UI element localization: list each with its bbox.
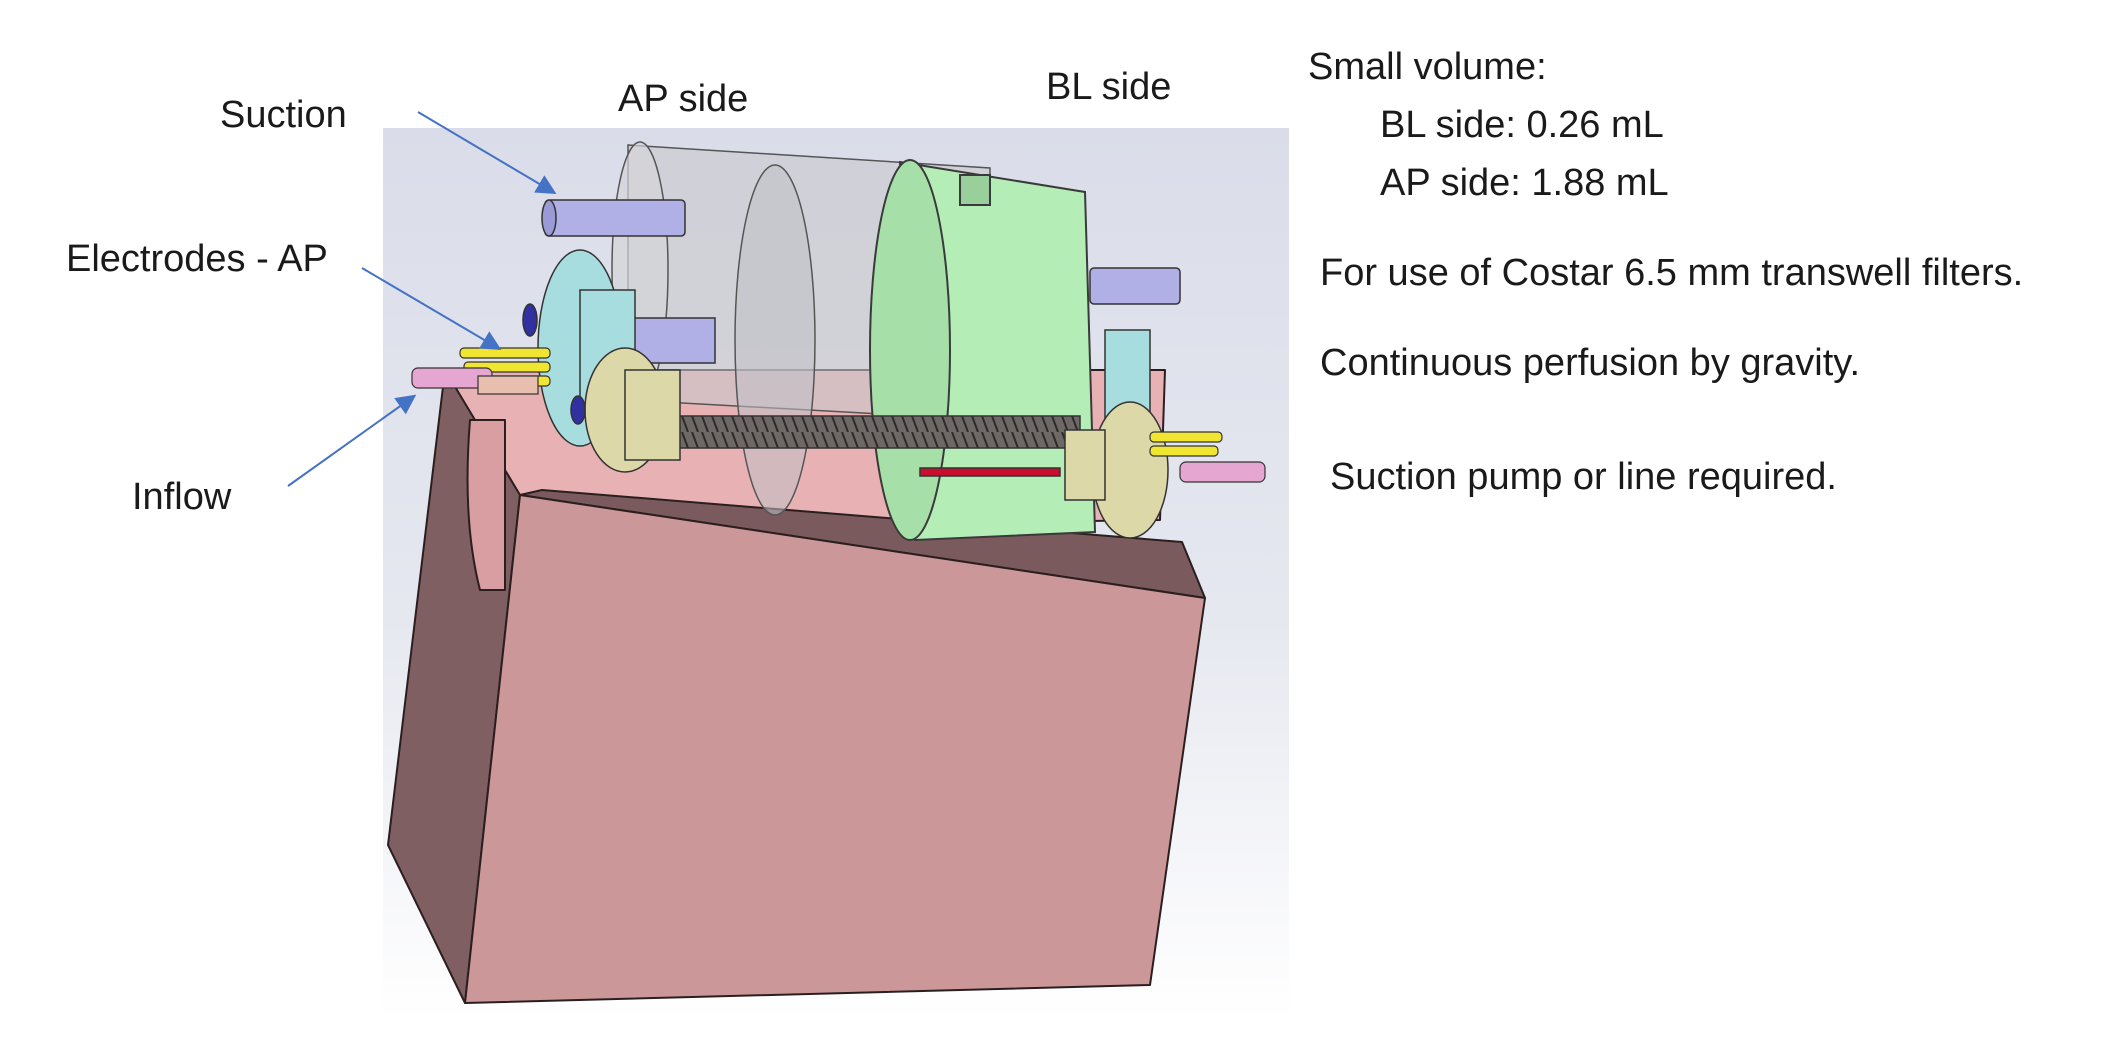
bl-inflow-tube xyxy=(1179,461,1266,483)
bl-electrode-1 xyxy=(1149,431,1223,443)
filters-note: For use of Costar 6.5 mm transwell filte… xyxy=(1320,252,2024,294)
perfusion-note: Continuous perfusion by gravity. xyxy=(1320,342,1861,384)
bl-side-label: BL side xyxy=(1046,66,1172,108)
inflow-arrow xyxy=(287,394,417,487)
electrodes-arrow xyxy=(361,267,502,351)
inflow-sleeve xyxy=(477,375,539,395)
electrodes-ap-label: Electrodes - AP xyxy=(66,238,328,280)
bl-chamber xyxy=(869,159,1097,542)
right-nut-body xyxy=(1064,429,1106,501)
threaded-rod xyxy=(674,415,1081,449)
ap-side-volume: AP side: 1.88 mL xyxy=(1380,162,1669,204)
bl-side-volume: BL side: 0.26 mL xyxy=(1380,104,1664,146)
clamp-assembly xyxy=(522,249,1169,539)
small-volume-heading: Small volume: xyxy=(1308,46,1547,88)
ap-electrode-1 xyxy=(459,347,551,359)
filter-disc xyxy=(734,164,816,516)
red-rod xyxy=(919,467,1061,477)
left-nut-hole xyxy=(570,395,586,425)
pointer-arrows xyxy=(287,111,557,487)
suction-tube xyxy=(544,199,686,237)
inflow-label: Inflow xyxy=(132,476,232,518)
left-plate-hole xyxy=(522,303,538,337)
ap-side-label: AP side xyxy=(618,78,749,120)
suction-arrow xyxy=(417,111,557,195)
bl-electrode-2 xyxy=(1149,445,1219,457)
suction-tube-end xyxy=(541,199,557,237)
suction-label: Suction xyxy=(220,94,347,136)
cradle-cutout xyxy=(466,419,506,591)
bl-port-tube xyxy=(1089,267,1181,305)
tubes xyxy=(541,199,1181,364)
suction-pump-note: Suction pump or line required. xyxy=(1330,456,1837,498)
electrodes-and-inflow xyxy=(411,347,1266,483)
bl-chamber-notch xyxy=(959,174,991,206)
bl-chamber-face xyxy=(869,159,951,541)
left-nut-body xyxy=(624,369,681,461)
base-front-face xyxy=(464,494,1206,1004)
